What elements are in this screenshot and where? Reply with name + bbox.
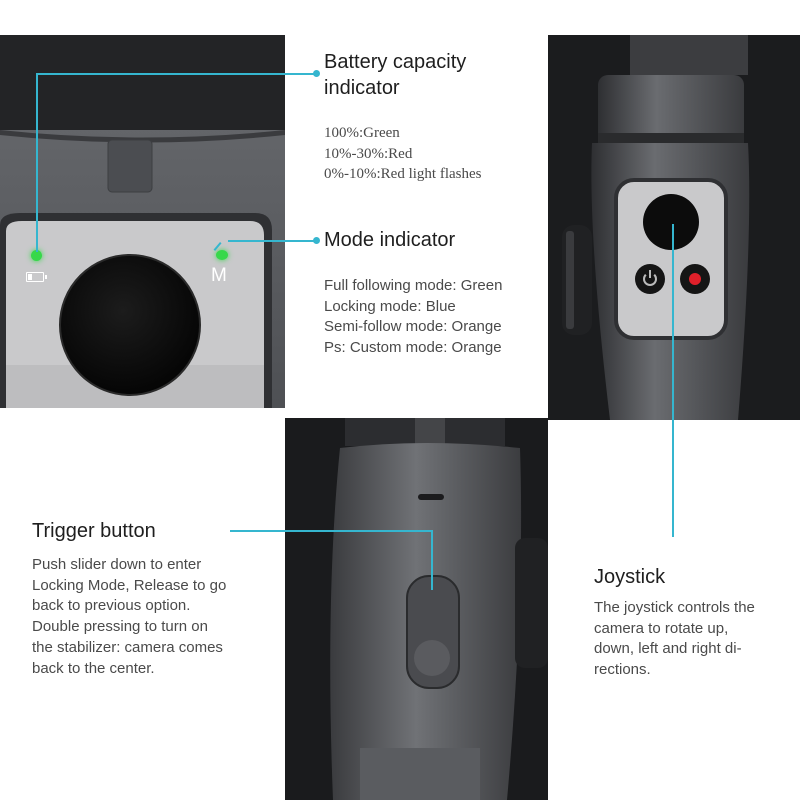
mode-line: Full following mode: Green <box>324 277 503 294</box>
battery-description: 100%:Green 10%-30%:Red 0%-10%:Red light … <box>324 123 481 185</box>
power-button[interactable] <box>635 264 665 294</box>
joystick-description: The joystick controls the camera to rota… <box>594 598 755 681</box>
trigger-line: the stabilizer: camera comes <box>32 638 223 656</box>
mode-line: Locking mode: Blue <box>324 297 456 315</box>
mode-title: Mode indicator <box>324 229 456 251</box>
mode-line: Semi-follow mode: Orange <box>324 318 502 336</box>
mode-line: Ps: Custom mode: Orange <box>324 339 502 357</box>
trigger-line: back to previous option. <box>32 597 191 615</box>
battery-led <box>31 250 42 261</box>
handle-top-photo <box>548 35 800 420</box>
battery-line: 10%-30%:Red <box>324 145 413 162</box>
mode-led <box>216 250 228 260</box>
battery-leader-vertical <box>36 73 38 252</box>
joystick-line: down, left and right di- <box>594 640 742 658</box>
battery-title-line: Battery capacity <box>324 51 467 73</box>
battery-leader-horizontal <box>36 73 316 75</box>
trigger-leader-horizontal <box>230 530 432 532</box>
joystick-line: rections. <box>594 661 651 679</box>
mode-leader-end <box>313 237 320 244</box>
joystick-line: The joystick controls the <box>594 599 755 616</box>
battery-leader-end <box>313 70 320 77</box>
battery-line: 0%-10%:Red light flashes <box>324 166 482 183</box>
mode-description: Full following mode: Green Locking mode:… <box>324 276 502 359</box>
battery-icon <box>26 272 47 282</box>
trigger-line: Push slider down to enter <box>32 556 202 573</box>
power-icon <box>643 272 657 286</box>
trigger-line: back to the center. <box>32 659 155 677</box>
battery-title: Battery capacity indicator <box>324 49 466 101</box>
mode-leader-horizontal <box>228 240 316 242</box>
handle-trigger-photo <box>285 418 548 800</box>
joystick-leader-vertical <box>672 224 674 537</box>
trigger-description: Push slider down to enter Locking Mode, … <box>32 555 226 679</box>
mode-label: M <box>211 265 227 286</box>
record-button[interactable] <box>680 264 710 294</box>
control-panel-closeup-photo <box>0 35 285 408</box>
trigger-title: Trigger button <box>32 520 156 542</box>
trigger-leader-vertical <box>431 530 433 590</box>
battery-title-line: indicator <box>324 77 400 99</box>
battery-line: 100%:Green <box>324 125 400 141</box>
record-button-icon <box>689 273 701 285</box>
trigger-line: Double pressing to turn on <box>32 618 208 636</box>
joystick-title: Joystick <box>594 566 666 588</box>
trigger-line: Locking Mode, Release to go <box>32 576 227 594</box>
joystick-line: camera to rotate up, <box>594 619 729 637</box>
